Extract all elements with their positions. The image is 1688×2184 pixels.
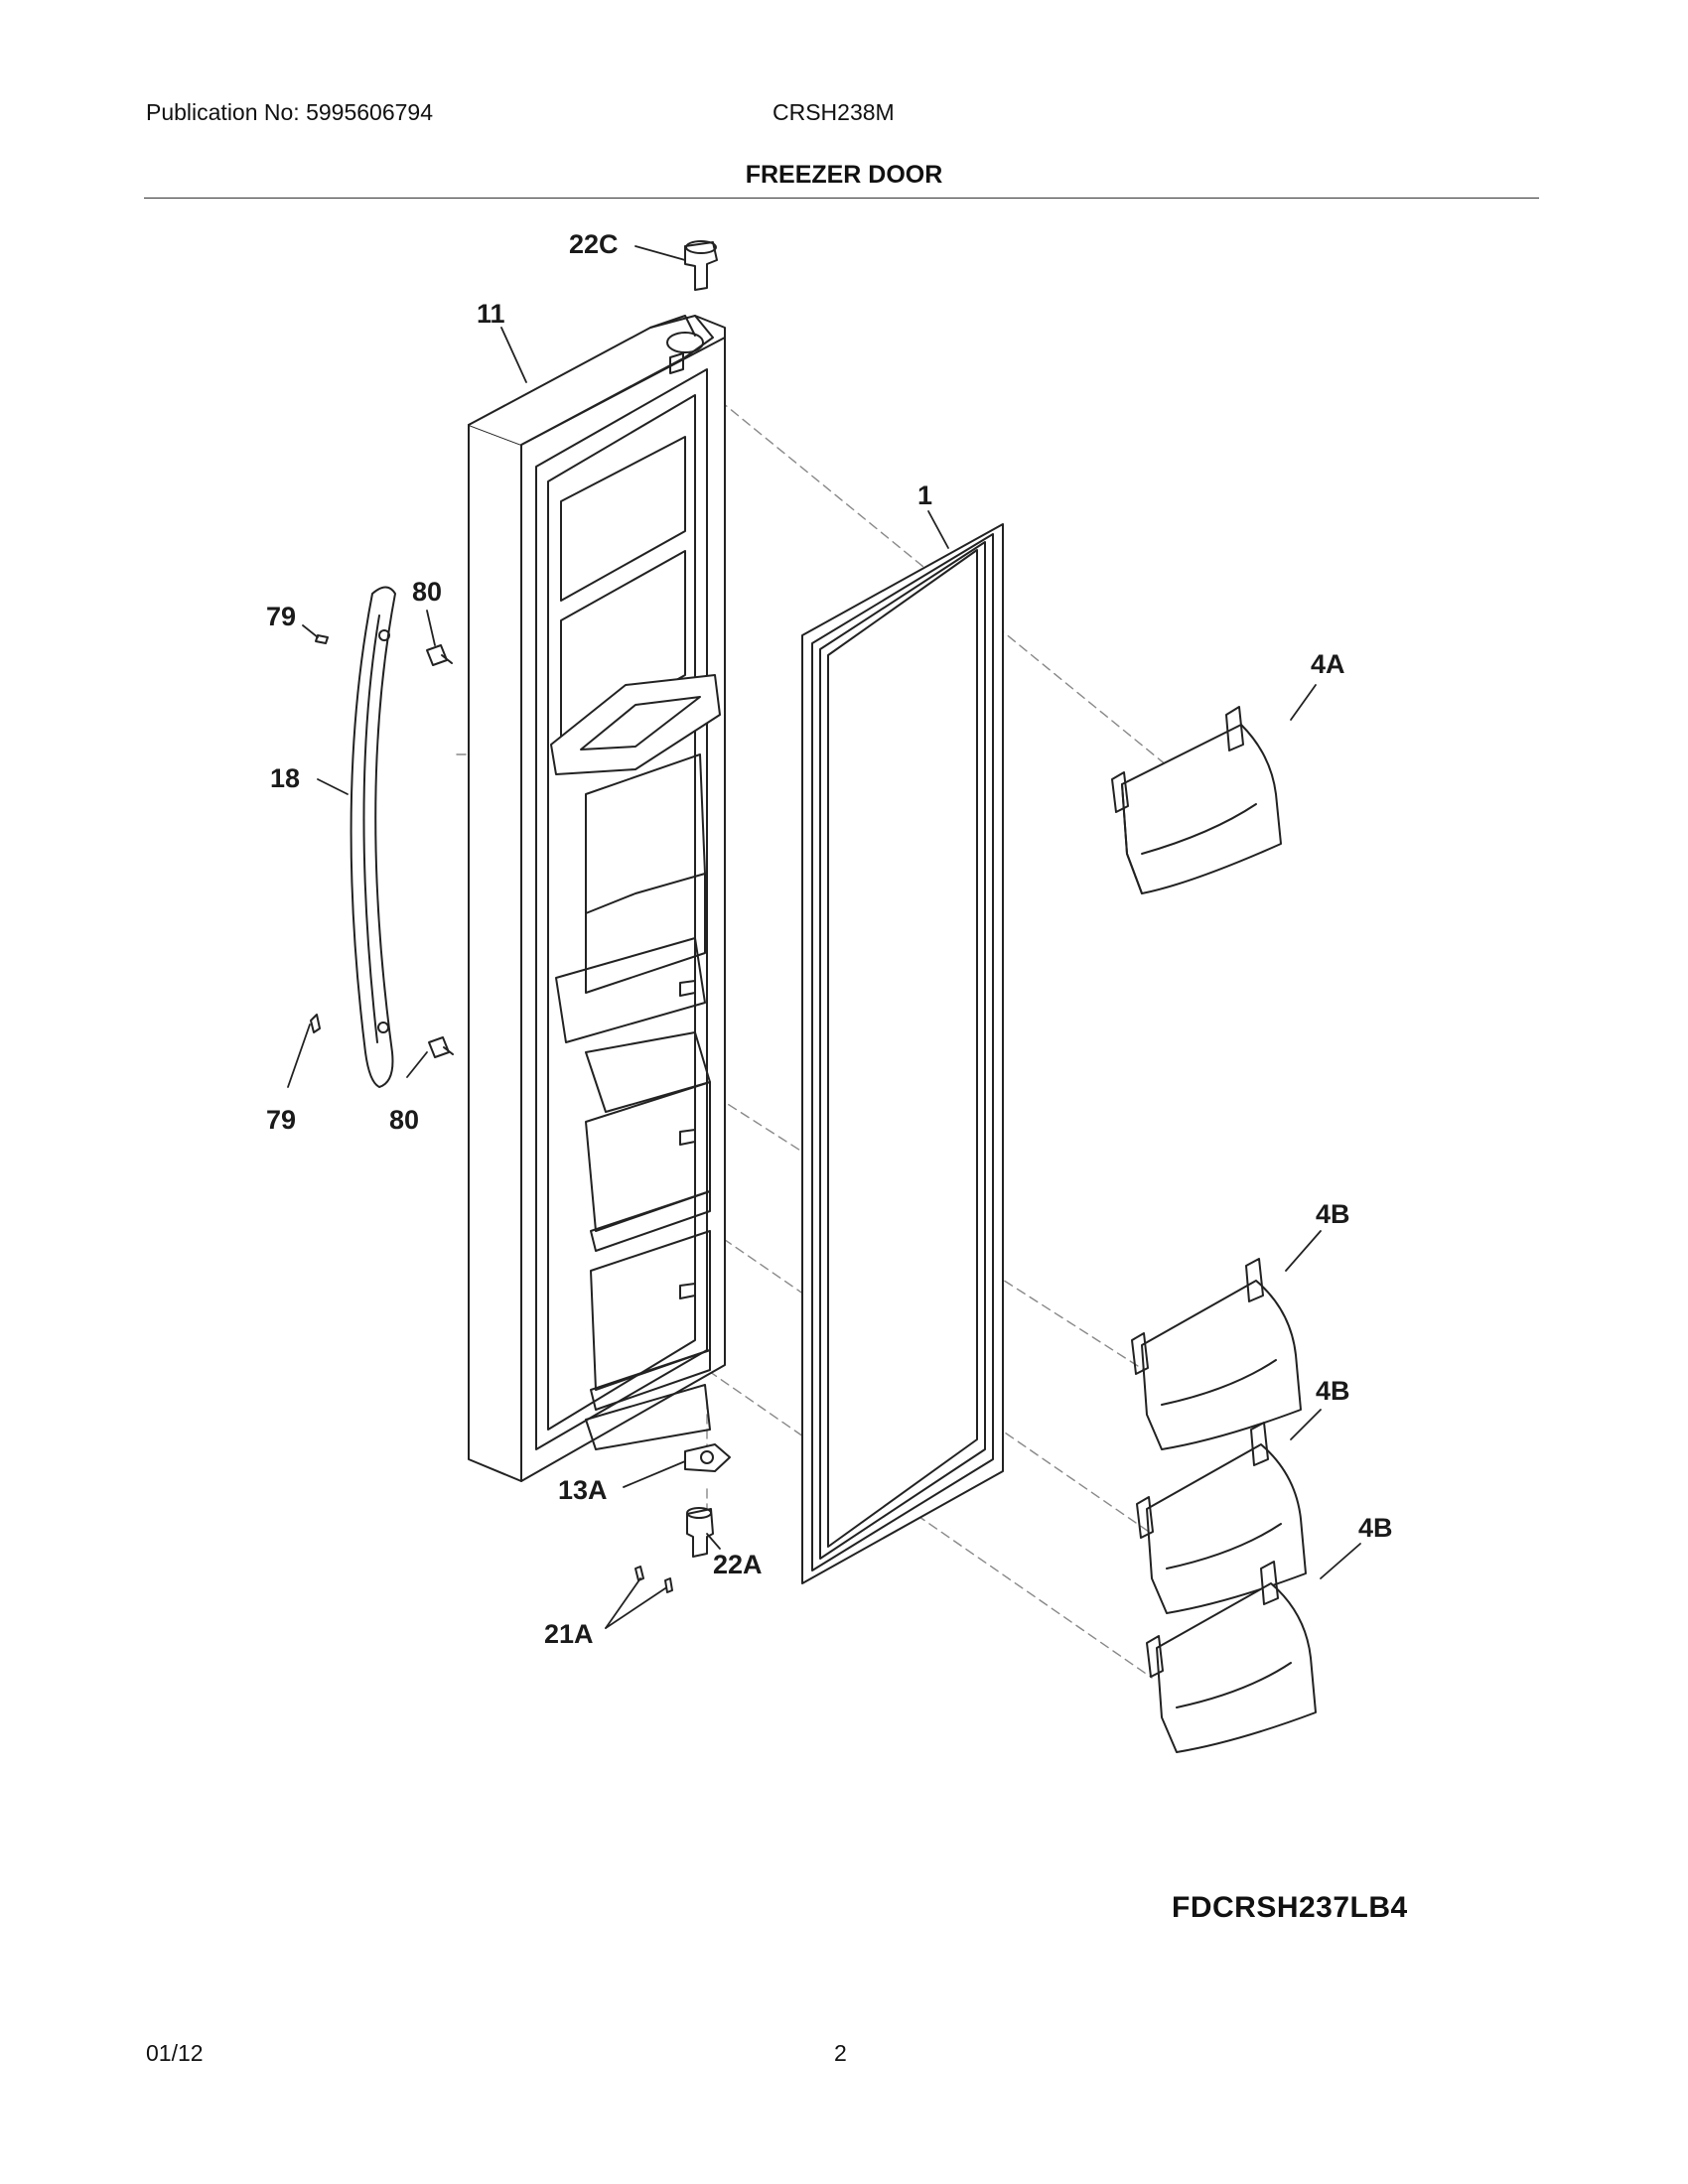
freezer-door-liner-part xyxy=(468,315,726,1482)
leader-lines xyxy=(287,245,1361,1629)
part-label-4b-middle: 4B xyxy=(1316,1376,1350,1406)
hinge-bushing-top-part xyxy=(684,240,718,291)
revision-date: 01/12 xyxy=(146,2040,204,2066)
model-number: CRSH238M xyxy=(773,99,895,125)
bottom-screw-parts xyxy=(634,1566,673,1593)
part-label-11: 11 xyxy=(477,299,505,329)
handle-stud-parts xyxy=(426,644,454,1058)
part-label-21a: 21A xyxy=(544,1619,594,1649)
part-label-22a: 22A xyxy=(713,1550,763,1579)
part-label-80-top: 80 xyxy=(412,577,442,607)
handle-screw-parts xyxy=(310,634,329,1033)
part-label-1: 1 xyxy=(917,480,932,510)
page-title: FREEZER DOOR xyxy=(745,161,943,189)
part-number-labels: 22C 11 1 4A 79 80 18 79 80 4B 4B 4B 13A … xyxy=(266,229,1393,1649)
part-label-13a: 13A xyxy=(558,1475,608,1505)
door-handle-part xyxy=(350,586,396,1088)
part-label-4b-upper: 4B xyxy=(1316,1199,1350,1229)
door-bin-4b-upper-part xyxy=(1131,1258,1302,1450)
door-gasket-part xyxy=(801,523,1004,1584)
part-label-4a: 4A xyxy=(1311,649,1345,679)
page-number: 2 xyxy=(834,2040,847,2066)
part-label-18: 18 xyxy=(270,763,300,793)
header-divider xyxy=(144,198,1539,199)
door-bin-4a-part xyxy=(1111,706,1282,894)
door-bin-4b-middle-part xyxy=(1136,1422,1307,1614)
publication-number: Publication No: 5995606794 xyxy=(146,99,434,125)
hinge-bushing-bottom-part xyxy=(686,1507,714,1558)
bottom-hinge-plate-part xyxy=(684,1443,731,1472)
drawing-code: FDCRSH237LB4 xyxy=(1172,1891,1408,1924)
part-label-4b-lower: 4B xyxy=(1358,1513,1393,1543)
door-bin-4b-lower-part xyxy=(1146,1561,1317,1753)
part-label-22c: 22C xyxy=(569,229,619,259)
part-label-80-bottom: 80 xyxy=(389,1105,419,1135)
part-label-79-top: 79 xyxy=(266,602,296,631)
part-label-79-bottom: 79 xyxy=(266,1105,296,1135)
